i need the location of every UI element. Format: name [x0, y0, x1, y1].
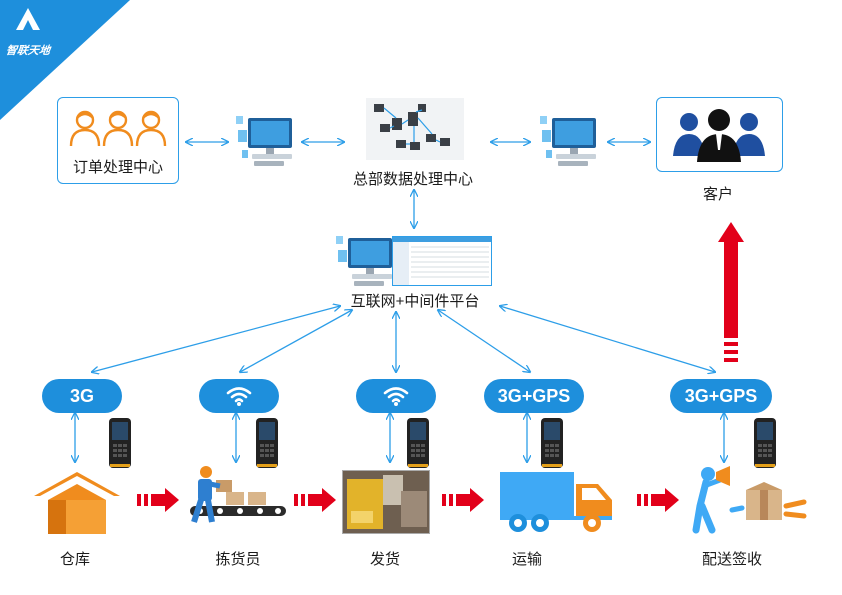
upward-arrow-to-customer [718, 222, 744, 362]
handheld-terminal-icon [256, 418, 278, 468]
platform-label: 互联网+中间件平台 [350, 293, 480, 310]
platform-screenshot [392, 236, 492, 286]
staff-people-icon [69, 110, 167, 147]
link-platform-wifi1 [240, 310, 352, 372]
handheld-terminal-icon [541, 418, 563, 468]
badge-3g-gps-delivery: 3G+GPS [670, 379, 772, 413]
flow-ship-label: 发货 [369, 551, 400, 568]
handheld-terminal-icon [754, 418, 776, 468]
link-platform-gps2 [500, 306, 715, 372]
link-platform-3g [92, 306, 340, 372]
flow-picker-label: 拣货员 [215, 551, 261, 568]
computer-icon [236, 116, 292, 166]
badge-wifi-ship [356, 379, 436, 413]
flow-warehouse-label: 仓库 [59, 551, 90, 568]
brand-logo: 智联天地 [0, 0, 130, 120]
delivery-truck-icon [500, 472, 612, 532]
warehouse-icon [34, 472, 120, 534]
computer-icon [540, 116, 596, 166]
flow-delivery-label: 配送签收 [701, 551, 762, 568]
handheld-terminal-icon [109, 418, 131, 468]
badge-wifi-picker [199, 379, 279, 413]
logo-text: 智联天地 [5, 45, 51, 57]
wifi-icon [226, 387, 252, 406]
courier-delivery-icon [692, 466, 807, 534]
flow-red-arrows [137, 222, 744, 512]
shipping-photo [342, 470, 430, 534]
platform-computer-icon [336, 236, 392, 286]
handheld-terminal-icon [407, 418, 429, 468]
link-platform-gps1 [438, 310, 530, 372]
picker-worker-icon [190, 466, 286, 523]
customer-label: 客户 [702, 186, 733, 203]
customer-group-icon [673, 109, 765, 162]
badge-3g-gps-transport: 3G+GPS [484, 379, 584, 413]
flow-transport-label: 运输 [511, 551, 542, 568]
badge-3g: 3G [42, 379, 122, 413]
order-center-label: 订单处理中心 [72, 159, 163, 176]
customer-box [656, 97, 783, 172]
logo-mark-icon [16, 8, 40, 30]
order-center-box: 订单处理中心 [57, 97, 179, 184]
wifi-icon [383, 387, 409, 406]
hq-center-label: 总部数据处理中心 [352, 171, 473, 188]
hq-network-illustration [366, 98, 464, 160]
